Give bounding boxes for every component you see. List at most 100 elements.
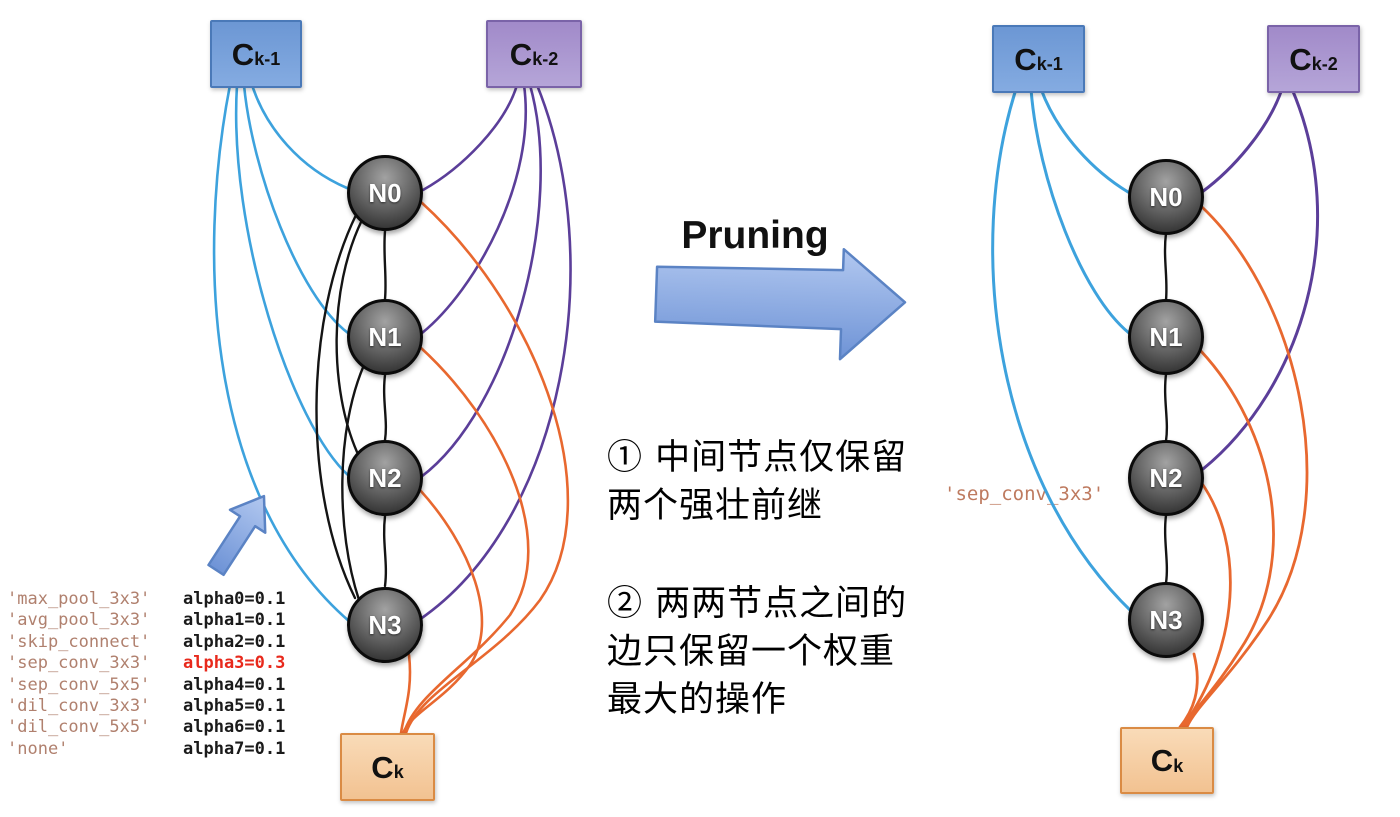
right-edge-ck2-n2 [1201,87,1319,471]
note2-line3: 最大的操作 [607,680,788,720]
annotation-arrow [207,494,267,577]
right-box-ck-minus-2-label: C [1289,41,1312,77]
left-edge-n2-ck [401,488,484,735]
left-box-ck-minus-1-label: C [231,36,255,72]
pruning-arrow [653,247,907,361]
right-node-n3-label: N3 [1149,604,1183,635]
left-edge-ck2-n3 [417,83,572,622]
left-edge-n0-n2 [335,218,364,454]
op-alpha: alpha1=0.1 [183,610,286,631]
right-edge-n0-n1 [1163,231,1168,302]
op-name: 'max_pool_3x3' [7,589,151,609]
left-edge-n1-n3 [341,363,366,602]
left-edge-ck1-n2 [234,83,351,478]
right-edge-ck1-n0 [1039,87,1130,194]
op-row-sep-conv-3x3-highlighted: 'sep_conv_3x3' alpha3=0.3 [7,653,285,674]
left-node-n3: N3 [347,587,423,663]
op-alpha: alpha4=0.1 [183,674,286,695]
right-edge-n1-ck [1183,348,1275,729]
left-box-ck-minus-2-sub: k-2 [532,49,559,69]
note2-line2: 边只保留一个权重 [607,632,896,672]
right-box-ck-minus-1-label: C [1014,41,1037,77]
right-node-n3: N3 [1128,582,1204,658]
op-name: 'dil_conv_3x3' [7,696,151,717]
right-edge-n2-ck [1181,480,1232,729]
left-box-ck-label: C [371,749,394,785]
right-edge-n1-n2 [1163,372,1169,443]
left-box-ck-sub: k [393,762,404,782]
left-edge-n0-n1 [383,229,387,301]
left-edge-n0-ck [404,200,570,735]
note-keep-two-predecessors: ① 中间节点仅保留 两个强壮前继 [607,434,907,530]
left-edge-ck1-n0 [250,83,349,190]
op-name: 'avg_pool_3x3' [7,610,151,631]
right-node-n0: N0 [1128,159,1204,235]
right-node-n1-label: N1 [1149,321,1183,352]
right-box-ck-label: C [1150,743,1174,778]
op-alpha-highlighted: alpha3=0.3 [183,653,286,674]
op-row-sep-conv-5x5: 'sep_conv_5x5' alpha4=0.1 [7,675,285,696]
note2-line1: ② 两两节点之间的 [607,584,908,624]
left-edge-ck2-n2 [419,83,542,479]
right-edge-ck1-n3 [991,87,1134,614]
op-name: 'sep_conv_3x3' [7,653,151,674]
right-node-n1: N1 [1128,299,1204,375]
op-alpha: alpha0=0.1 [183,589,286,609]
note1-line1: ① 中间节点仅保留 [607,438,908,478]
right-edge-n0-ck [1185,205,1309,729]
left-edge-n2-n3 [382,514,388,588]
kept-op-label: 'sep_conv_3x3' [944,483,1105,505]
op-row-dil-conv-5x5: 'dil_conv_5x5' alpha6=0.1 [7,717,285,738]
left-box-ck-minus-1-sub: k-1 [254,49,281,69]
op-name: 'sep_conv_5x5' [7,674,151,695]
left-node-n2-label: N2 [368,462,402,493]
right-edge-ck1-n1 [1029,87,1131,335]
op-row-avg-pool-3x3: 'avg_pool_3x3' alpha1=0.1 [7,610,285,631]
left-edge-n1-ck [402,345,530,735]
left-edge-ck1-n3 [212,83,352,624]
left-node-n1: N1 [347,299,423,375]
left-node-n0-label: N0 [368,177,402,208]
op-row-max-pool-3x3: 'max_pool_3x3' alpha0=0.1 [7,589,285,610]
left-node-n3-label: N3 [368,609,402,640]
left-edge-ck2-n0 [421,83,519,192]
left-edge-ck1-n1 [242,83,350,335]
op-row-skip-connect: 'skip_connect'alpha2=0.1 [7,632,285,653]
op-name: 'none' [7,738,69,759]
left-node-n0: N0 [347,155,423,231]
op-name: 'skip_connect' [7,631,151,652]
ops-alpha-table: 'max_pool_3x3'alpha0=0.1 'avg_pool_3x3'a… [7,589,285,760]
right-box-ck-minus-2-sub: k-2 [1311,54,1338,74]
note-keep-max-weight-op: ② 两两节点之间的 边只保留一个权重 最大的操作 [607,580,907,724]
op-alpha: alpha7=0.1 [183,738,286,759]
left-edge-n0-n3 [315,213,358,600]
right-edge-n3-ck [1178,652,1199,729]
left-edge-ck2-n1 [420,83,527,335]
right-node-n0-label: N0 [1149,181,1183,212]
right-box-ck-sub: k [1173,755,1184,776]
right-edge-n2-n3 [1163,513,1169,585]
op-row-dil-conv-3x3: 'dil_conv_3x3' alpha5=0.1 [7,696,285,717]
op-alpha: alpha5=0.1 [183,696,286,717]
left-node-n2: N2 [347,440,423,516]
left-edge-n3-ck [399,653,412,735]
right-box-ck-minus-1-sub: k-1 [1036,54,1063,74]
right-node-n2-label: N2 [1149,462,1183,493]
op-row-none: 'none' alpha7=0.1 [7,739,285,760]
op-name: 'dil_conv_5x5' [7,717,151,738]
op-alpha: alpha6=0.1 [183,717,286,738]
right-edge-ck2-n0 [1200,87,1284,194]
note1-line2: 两个强壮前继 [607,486,824,526]
left-edge-n1-n2 [382,373,388,442]
right-node-n2: N2 [1128,440,1204,516]
left-box-ck-minus-2-label: C [509,36,533,72]
pruning-title: Pruning [681,214,829,257]
left-node-n1-label: N1 [368,321,402,352]
